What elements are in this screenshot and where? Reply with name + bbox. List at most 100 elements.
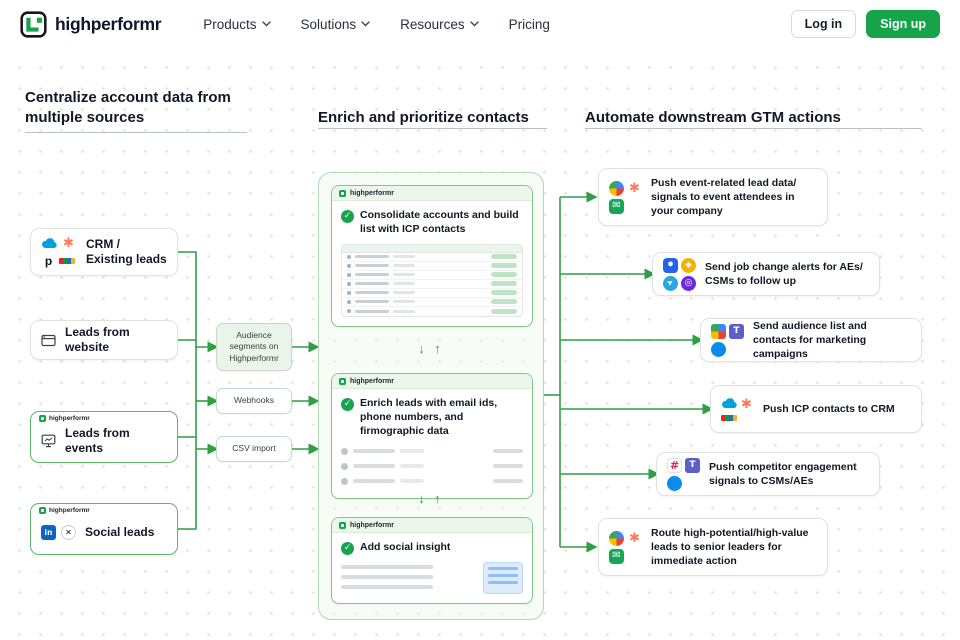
brand-logo[interactable]: highperformr: [20, 10, 162, 38]
pipeline-card-header: highperformr: [332, 374, 532, 389]
pipeline-card-body: Consolidate accounts and build list with…: [332, 201, 532, 326]
top-navbar: highperformr Products Solutions Resource…: [0, 0, 960, 48]
pipeline-step-text: Consolidate accounts and build list with…: [360, 209, 519, 235]
title-underline: [25, 132, 247, 133]
pipeline-brand-label: highperformr: [350, 189, 394, 197]
title-underline: [318, 128, 547, 129]
linkedin-icon: [41, 525, 56, 540]
source-card-social: highperformr Social leads: [30, 503, 178, 555]
source-card-events: highperformr Leads from events: [30, 411, 178, 463]
header-actions: Log in Sign up: [790, 10, 940, 38]
social-insight-mock: [341, 562, 523, 594]
salesforce-icon: [42, 238, 57, 248]
blue-circle-icon: [667, 475, 682, 491]
hub-webhooks: Webhooks: [216, 388, 292, 414]
table-mock-row: [342, 262, 522, 271]
sync-arrows-icon: [319, 341, 543, 356]
highperformr-logo-icon: [20, 10, 47, 38]
source-card-website: Leads from website: [30, 320, 178, 360]
action-text: Send job change alerts for AEs/ CSMs to …: [705, 260, 863, 287]
zoho-icon: [721, 415, 737, 421]
column-title-left: Centralize account data from multiple so…: [25, 89, 231, 126]
blue-circle-icon: [711, 341, 726, 357]
source-label: Social leads: [85, 525, 155, 539]
nav-products[interactable]: Products: [203, 16, 271, 32]
mock-profile-card: [483, 562, 523, 594]
hero-diagram: Centralize account data from multiple so…: [0, 48, 960, 640]
mock-row: [341, 474, 523, 489]
nav-products-label: Products: [203, 16, 257, 32]
action-card-event-signals: Push event-related lead data/ signals to…: [598, 168, 828, 226]
pipeline-card-header: highperformr: [332, 518, 532, 533]
pipeline-card-social: highperformr Add social insight: [331, 517, 533, 604]
action-card-push-icp: Push ICP contacts to CRM: [710, 385, 922, 433]
enrich-rows-mock: [341, 444, 523, 489]
teams-icon: [685, 457, 700, 473]
source-label: Leads from website: [65, 325, 130, 354]
hubspot-icon: [627, 181, 642, 196]
action-card-competitor-signals: Push competitor engagement signals to CS…: [656, 452, 880, 496]
telegram-icon: [663, 275, 678, 291]
nav-pricing[interactable]: Pricing: [509, 17, 550, 32]
table-mock-row: [342, 253, 522, 262]
badge-label: highperformr: [49, 507, 90, 514]
login-button[interactable]: Log in: [790, 10, 857, 38]
nav-solutions-label: Solutions: [300, 16, 357, 32]
source-label: Leads from events: [65, 425, 130, 455]
table-mock-row: [342, 280, 522, 289]
hubspot-icon: [627, 531, 642, 546]
nav-resources[interactable]: Resources: [400, 17, 479, 32]
salesforce-icon: [722, 398, 737, 408]
contacts-table-mock: [341, 243, 523, 317]
pipeline-step-text: Enrich leads with email ids, phone numbe…: [360, 397, 498, 437]
hub-audience-segments: Audience segments on Highperformr: [216, 323, 292, 371]
table-mock-row: [342, 289, 522, 298]
column-title-right: Automate downstream GTM actions: [585, 109, 841, 126]
table-mock-row: [342, 271, 522, 280]
action-card-job-change: Send job change alerts for AEs/ CSMs to …: [652, 252, 880, 296]
signup-button[interactable]: Sign up: [866, 10, 940, 38]
highperformr-badge: highperformr: [39, 415, 90, 422]
title-underline: [585, 128, 922, 129]
browser-icon: [41, 334, 56, 346]
presentation-icon: [41, 434, 56, 447]
action-text: Push competitor engagement signals to CS…: [709, 460, 857, 487]
highperformr-mini-logo-icon: [339, 377, 346, 385]
action-text: Send audience list and contacts for mark…: [753, 319, 867, 361]
source-label: CRM / Existing leads: [86, 237, 167, 266]
table-mock-row: [342, 298, 522, 307]
mock-row: [341, 459, 523, 474]
action-icons: [721, 397, 754, 421]
pipeline-card-consolidate: highperformr Consolidate accounts and bu…: [331, 185, 533, 327]
blue-app-icon: [663, 257, 678, 273]
pipeline-brand-label: highperformr: [350, 377, 394, 385]
mail-icon: [609, 548, 624, 564]
table-mock-row: [342, 307, 522, 316]
mail-icon: [609, 198, 624, 214]
pipeline-container: highperformr Consolidate accounts and bu…: [318, 172, 544, 620]
teams-icon: [729, 323, 744, 339]
hubspot-icon: [739, 397, 754, 412]
highperformr-mini-logo-icon: [39, 415, 46, 422]
check-icon: [341, 542, 354, 555]
nav-solutions[interactable]: Solutions: [301, 17, 371, 32]
action-icons: [711, 323, 744, 357]
chevron-down-icon: [261, 21, 271, 27]
pinwheel-icon: [609, 180, 624, 196]
zoho-icon: [59, 258, 75, 264]
action-text: Push ICP contacts to CRM: [763, 402, 895, 415]
action-icons: [609, 180, 642, 214]
action-icons: [667, 457, 700, 491]
highperformr-mini-logo-icon: [339, 521, 346, 529]
color-grid-icon: [711, 323, 726, 339]
highperformr-mini-logo-icon: [339, 189, 346, 197]
pipeline-card-body: Add social insight: [332, 533, 532, 603]
action-text: Push event-related lead data/ signals to…: [651, 176, 797, 218]
pipeline-card-body: Enrich leads with email ids, phone numbe…: [332, 389, 532, 498]
nav-pricing-label: Pricing: [508, 16, 550, 32]
source-icons: [41, 236, 77, 269]
purple-app-icon: [681, 275, 696, 291]
action-text: Route high-potential/high-value leads to…: [651, 526, 809, 568]
main-nav: Products Solutions Resources Pricing: [203, 17, 550, 32]
